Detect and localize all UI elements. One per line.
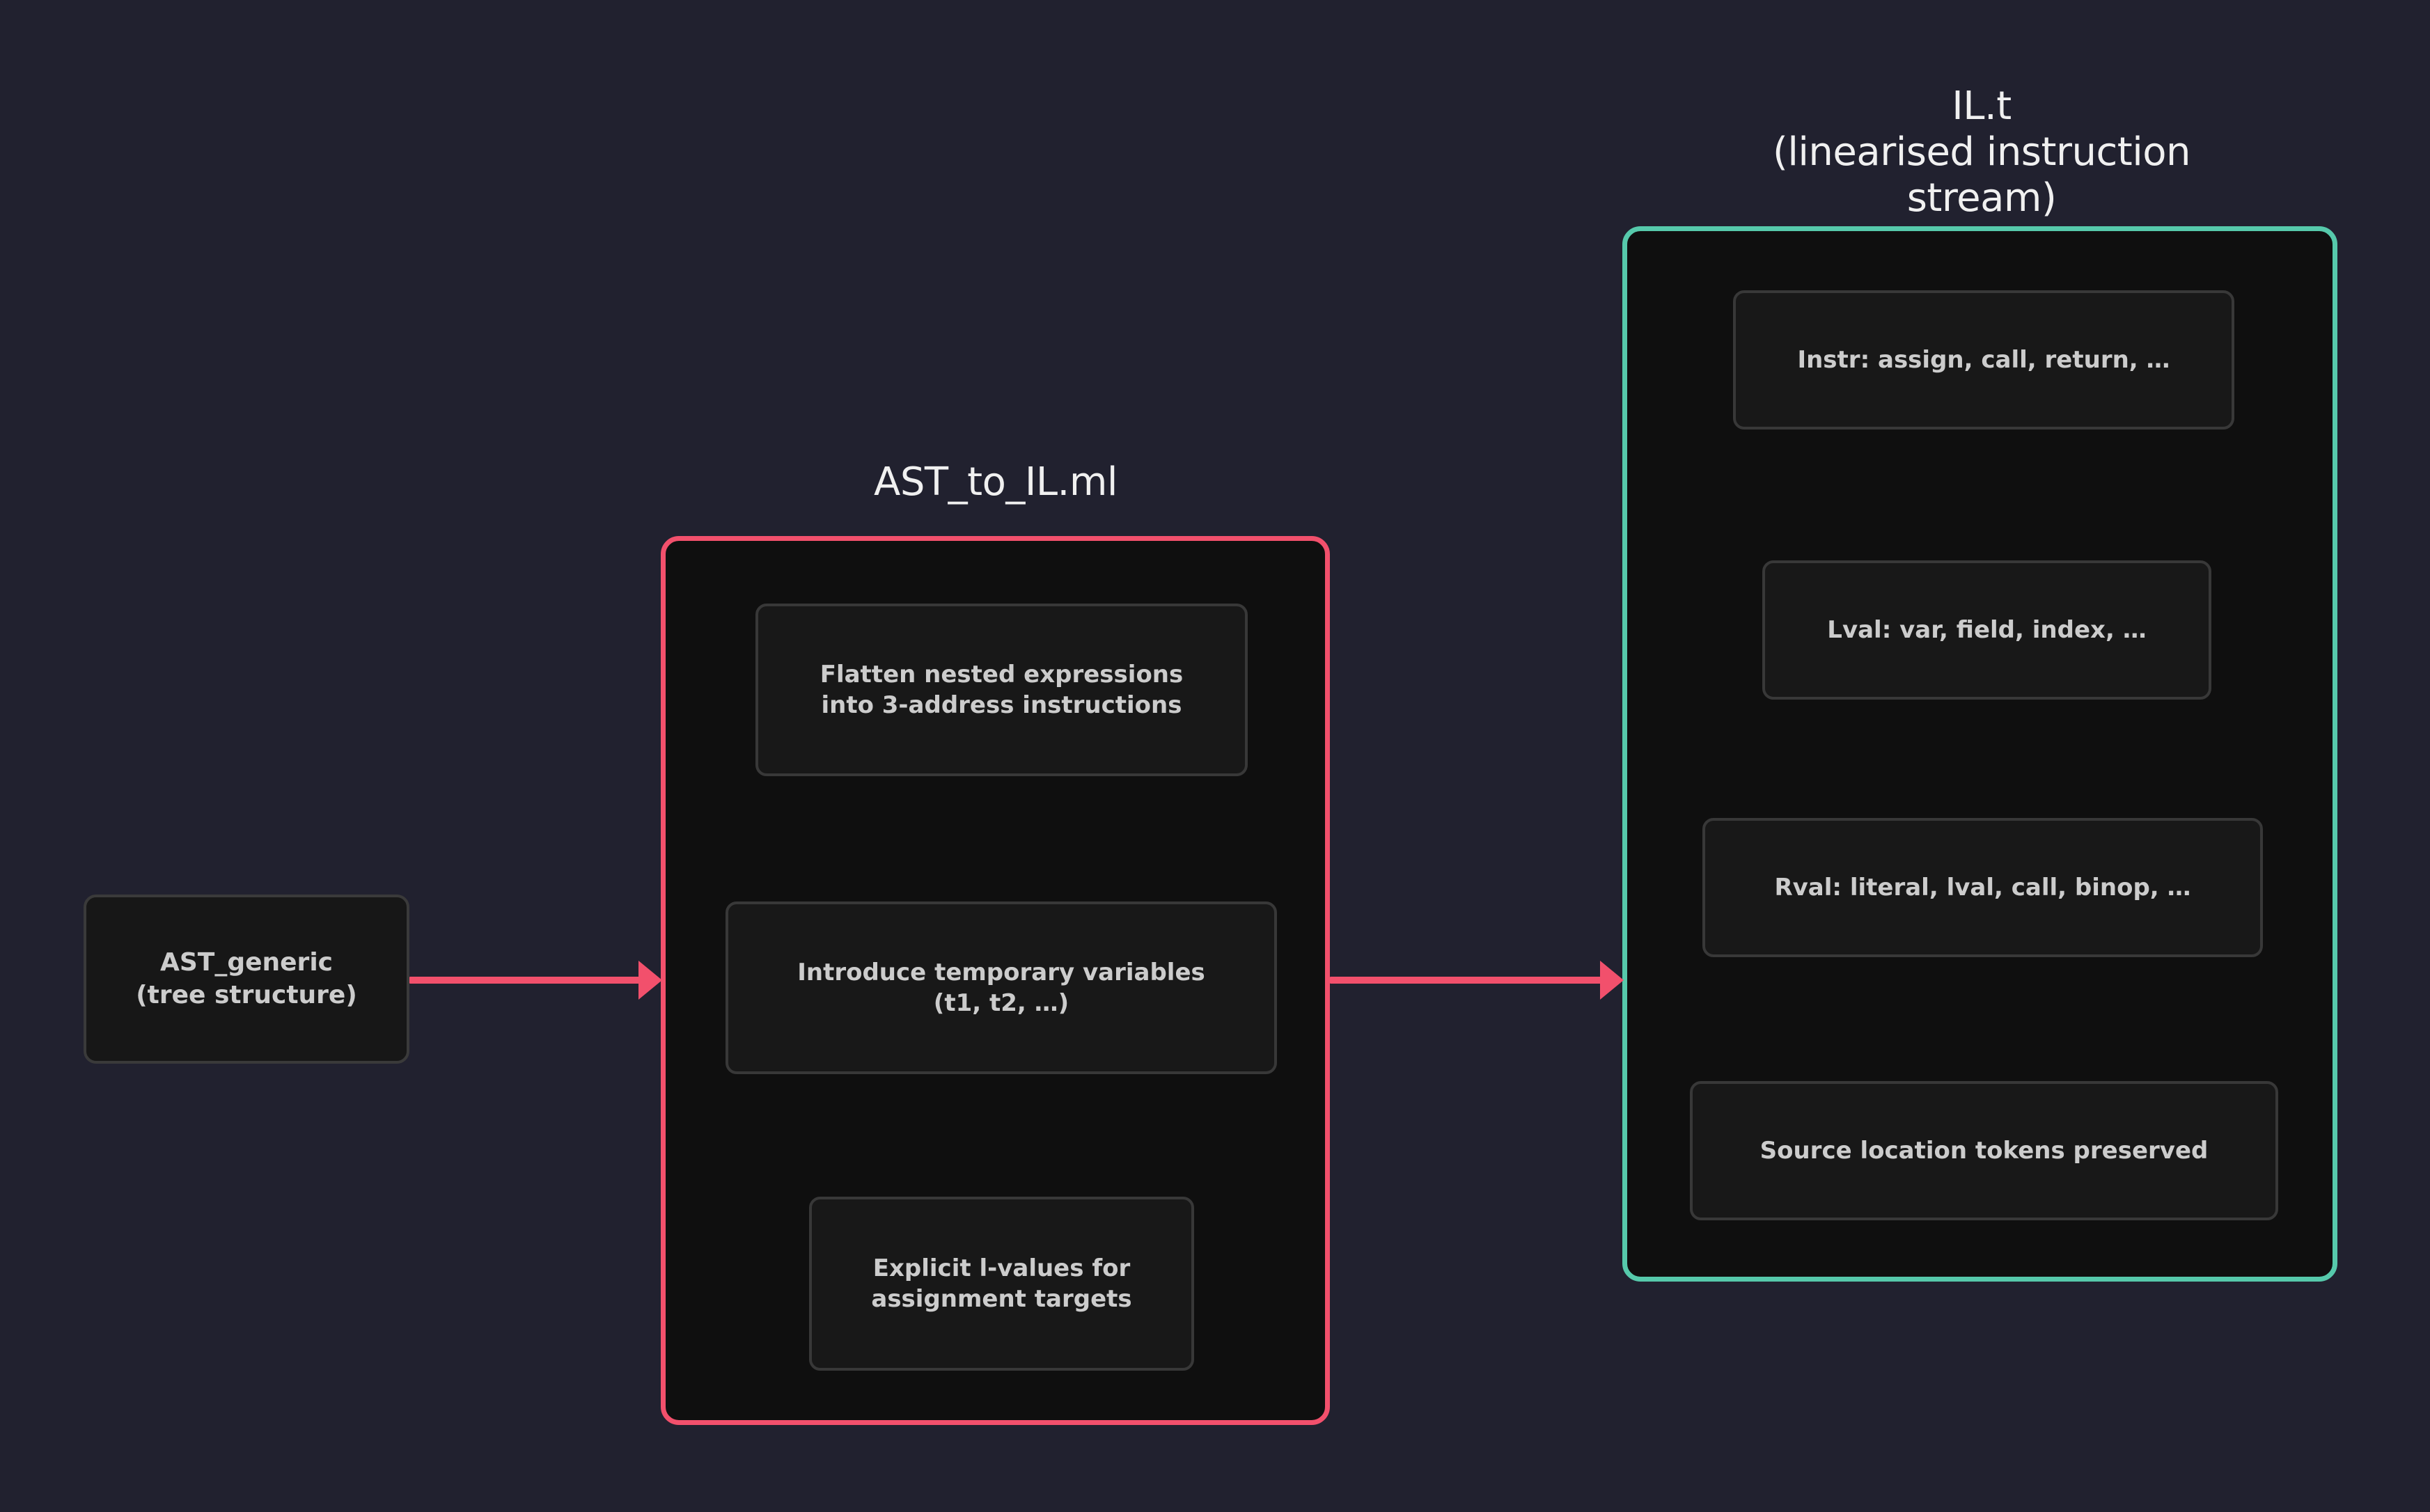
arrowhead-icon [1600, 961, 1624, 1000]
arrow-shaft [1330, 977, 1601, 984]
cluster-ast-to-il[interactable]: Flatten nested expressions into 3-addres… [661, 536, 1330, 1425]
cluster-title-il-t: IL.t (linearised instruction stream) [1772, 84, 2191, 221]
arrowhead-icon [638, 961, 662, 1000]
box-lval[interactable]: Lval: var, field, index, … [1762, 560, 2211, 700]
box-flatten-nested-expressions[interactable]: Flatten nested expressions into 3-addres… [755, 604, 1248, 776]
cluster-title-ast-to-il: AST_to_IL.ml [874, 459, 1118, 505]
cluster-il-t[interactable]: Instr: assign, call, return, … Lval: var… [1622, 226, 2337, 1282]
box-instr[interactable]: Instr: assign, call, return, … [1733, 290, 2234, 430]
box-rval[interactable]: Rval: literal, lval, call, binop, … [1702, 818, 2263, 957]
arrow-shaft [409, 977, 640, 984]
box-source-location-tokens[interactable]: Source location tokens preserved [1690, 1081, 2278, 1220]
box-introduce-temporary-variables[interactable]: Introduce temporary variables (t1, t2, …… [726, 901, 1277, 1074]
node-ast-generic[interactable]: AST_generic (tree structure) [84, 895, 409, 1064]
box-explicit-lvalues[interactable]: Explicit l-values for assignment targets [809, 1197, 1194, 1371]
